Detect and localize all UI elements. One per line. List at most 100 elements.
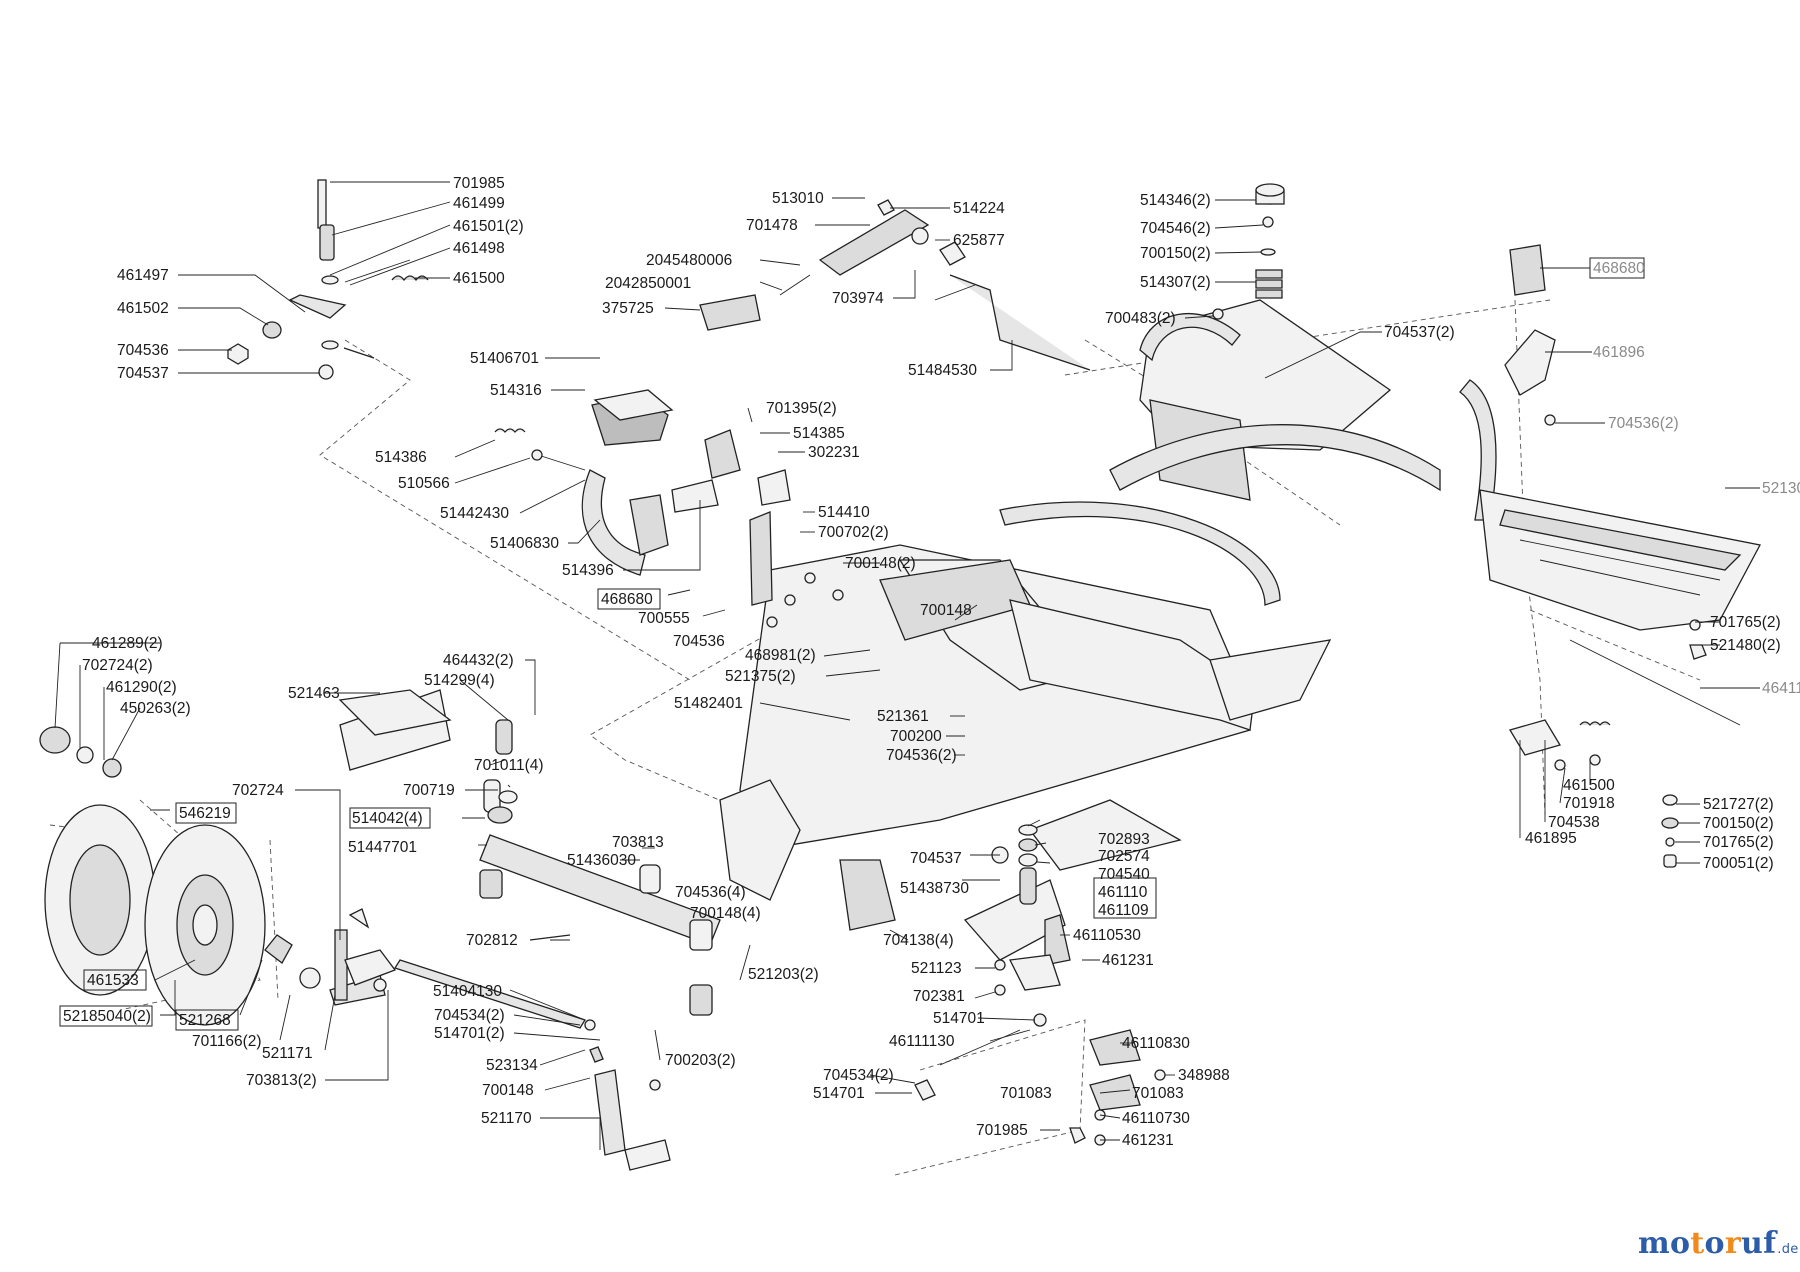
part-label-514307: 514307(2) xyxy=(1140,274,1211,291)
part-label-704536-4: 704536(4) xyxy=(675,884,746,901)
part-label-514385: 514385 xyxy=(793,425,845,442)
steering-sector-assembly xyxy=(914,619,1741,1146)
logo-part-1: mo xyxy=(1638,1226,1691,1261)
part-label-51406701: 51406701 xyxy=(470,350,539,367)
part-label-701083-b: 701083 xyxy=(1132,1085,1184,1102)
part-label-521268: 521268 xyxy=(179,1012,231,1029)
part-label-461497: 461497 xyxy=(117,267,169,284)
part-label-523134: 523134 xyxy=(486,1057,538,1074)
part-label-52185040: 52185040(2) xyxy=(63,1008,151,1025)
part-label-703813: 703813 xyxy=(612,834,664,851)
part-label-521170: 521170 xyxy=(481,1110,532,1127)
part-label-450263: 450263(2) xyxy=(120,700,191,717)
part-label-514410: 514410 xyxy=(818,504,870,521)
part-label-704138: 704138(4) xyxy=(883,932,954,949)
part-label-464432: 464432(2) xyxy=(443,652,514,669)
part-label-461500-b: 461500 xyxy=(1563,777,1615,794)
part-label-514701: 514701 xyxy=(933,1010,985,1027)
part-label-461895: 461895 xyxy=(1525,830,1577,847)
brake-spring-assembly xyxy=(227,179,429,380)
logo-tld: .de xyxy=(1777,1242,1799,1257)
part-label-700148-b: 700148 xyxy=(920,602,972,619)
part-label-700483: 700483(2) xyxy=(1105,310,1176,327)
part-label-700051: 700051(2) xyxy=(1703,855,1774,872)
part-label-2042850001: 2042850001 xyxy=(605,275,691,292)
part-label-514701-2: 514701(2) xyxy=(434,1025,505,1042)
part-label-51484530: 51484530 xyxy=(908,362,977,379)
part-label-704536: 704536 xyxy=(117,342,169,359)
part-label-704540: 704540 xyxy=(1098,866,1150,883)
part-label-514701-c: 514701 xyxy=(813,1085,865,1102)
part-label-46110530: 46110530 xyxy=(1073,927,1141,944)
part-label-700702: 700702(2) xyxy=(818,524,889,541)
part-label-703813-2: 703813(2) xyxy=(246,1072,317,1089)
part-label-521302: 521302 xyxy=(1762,480,1800,497)
part-label-461231: 461231 xyxy=(1102,952,1154,969)
part-label-461109: 461109 xyxy=(1098,902,1149,919)
part-label-461231-b: 461231 xyxy=(1122,1132,1174,1149)
part-label-51436030: 51436030 xyxy=(567,852,636,869)
part-label-468680-top: 468680 xyxy=(1593,260,1645,277)
part-labels: 701985 461499 461501(2) 461498 461497 46… xyxy=(63,175,1800,1149)
logo-part-5: uf xyxy=(1740,1226,1777,1261)
hand-lever-assembly xyxy=(699,199,1091,371)
main-frame xyxy=(719,299,1761,931)
part-label-701985: 701985 xyxy=(453,175,505,192)
part-label-461289: 461289(2) xyxy=(92,635,163,652)
part-label-51447701: 51447701 xyxy=(348,839,417,856)
part-label-704534-b: 704534(2) xyxy=(823,1067,894,1084)
part-label-702381: 702381 xyxy=(913,988,965,1005)
part-label-51482401: 51482401 xyxy=(674,695,743,712)
logo-part-4: r xyxy=(1724,1226,1741,1261)
part-label-46110830: 46110830 xyxy=(1122,1035,1190,1052)
label-boxes xyxy=(59,257,1645,1031)
part-label-302231: 302231 xyxy=(808,444,860,461)
part-label-700148-d: 700148 xyxy=(482,1082,534,1099)
part-label-700203: 700203(2) xyxy=(665,1052,736,1069)
part-label-461498: 461498 xyxy=(453,240,505,257)
part-label-704536-d: 704536(2) xyxy=(886,747,957,764)
part-label-51438730: 51438730 xyxy=(900,880,969,897)
part-label-701765: 701765(2) xyxy=(1710,614,1781,631)
part-label-521203: 521203(2) xyxy=(748,966,819,983)
part-label-701985-b: 701985 xyxy=(976,1122,1028,1139)
part-label-514316: 514316 xyxy=(490,382,542,399)
part-label-461290: 461290(2) xyxy=(106,679,177,696)
part-label-521171: 521171 xyxy=(262,1045,313,1062)
part-label-348988: 348988 xyxy=(1178,1067,1230,1084)
part-label-468981: 468981(2) xyxy=(745,647,816,664)
part-label-702724: 702724 xyxy=(232,782,284,799)
part-label-461500: 461500 xyxy=(453,270,505,287)
part-label-51442430: 51442430 xyxy=(440,505,509,522)
part-label-702893: 702893 xyxy=(1098,831,1150,848)
part-label-625877: 625877 xyxy=(953,232,1005,249)
part-label-461896: 461896 xyxy=(1593,344,1645,361)
part-label-514299: 514299(4) xyxy=(424,672,495,689)
part-label-703974: 703974 xyxy=(832,290,884,307)
part-label-701395: 701395(2) xyxy=(766,400,837,417)
part-label-46110730: 46110730 xyxy=(1122,1110,1190,1127)
part-label-704537-2: 704537(2) xyxy=(1384,324,1455,341)
part-label-513010: 513010 xyxy=(772,190,824,207)
part-label-546219: 546219 xyxy=(179,805,231,822)
part-label-704536-2: 704536(2) xyxy=(1608,415,1679,432)
part-label-521463: 521463 xyxy=(288,685,340,702)
part-label-464110: 464110 xyxy=(1762,680,1800,697)
part-label-521361: 521361 xyxy=(877,708,929,725)
part-label-704537-c: 704537 xyxy=(910,850,962,867)
part-label-700150: 700150(2) xyxy=(1140,245,1211,262)
part-label-704536-c: 704536 xyxy=(673,633,725,650)
part-label-701011: 701011(4) xyxy=(474,757,544,774)
motoruf-logo: motoruf.de xyxy=(1638,1226,1799,1261)
part-label-701083: 701083 xyxy=(1000,1085,1052,1102)
part-label-521375: 521375(2) xyxy=(725,668,796,685)
part-label-514396: 514396 xyxy=(562,562,614,579)
part-label-514386: 514386 xyxy=(375,449,427,466)
part-label-700555: 700555 xyxy=(638,610,690,627)
logo-part-2: t xyxy=(1690,1226,1705,1261)
part-label-704546: 704546(2) xyxy=(1140,220,1211,237)
part-label-704537: 704537 xyxy=(117,365,169,382)
part-label-514224: 514224 xyxy=(953,200,1005,217)
